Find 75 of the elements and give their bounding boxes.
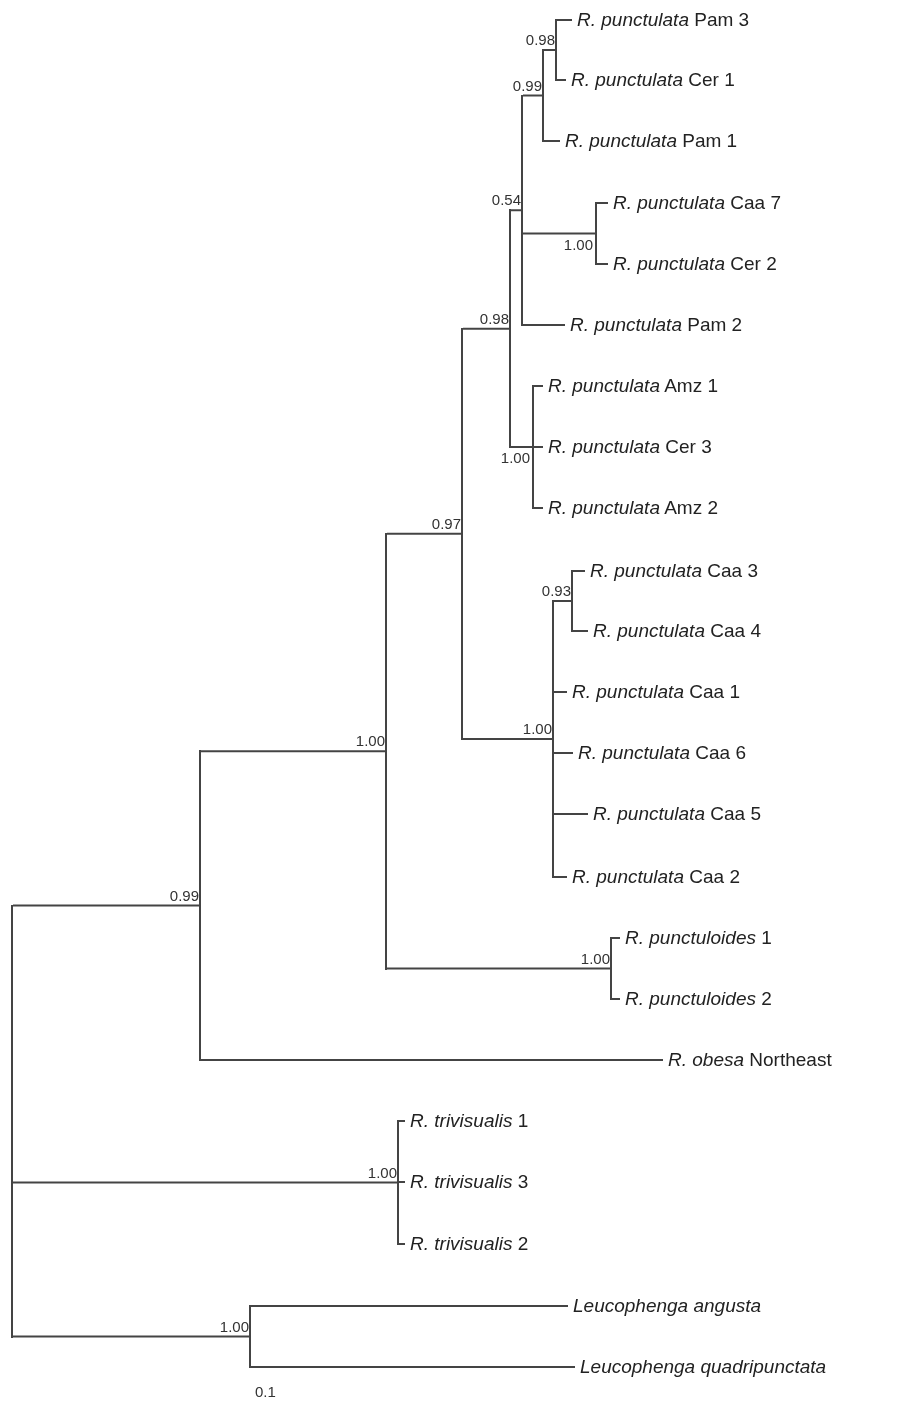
support-value: 0.99: [512, 77, 542, 94]
taxon-label: R. punctulata Caa 3: [585, 559, 758, 583]
support-value: 1.00: [355, 733, 385, 750]
support-value: 0.93: [541, 583, 571, 599]
branch-line: [462, 327, 510, 330]
taxon-label: R. punctulata Caa 1: [567, 680, 740, 704]
taxon-label: R. punctulata Pam 1: [560, 129, 738, 153]
branch-line: [398, 1120, 406, 1122]
taxon-label: R. punctulata Caa 7: [608, 191, 781, 215]
support-value: 0.54: [491, 192, 521, 209]
branch-line: [200, 1059, 664, 1061]
branch-line: [398, 1243, 406, 1245]
branch-line: [556, 79, 567, 81]
branch-line: [386, 967, 611, 970]
taxon-label: Leucophenga angusta: [568, 1294, 762, 1318]
branch-line: [510, 209, 522, 212]
branch-line: [462, 738, 553, 740]
taxon-label: R. punctulata Cer 3: [543, 435, 712, 459]
branch-line: [553, 600, 572, 602]
taxon-label: R. punctulata Caa 2: [567, 865, 740, 889]
taxon-label: R. punctulata Caa 6: [573, 741, 746, 765]
taxon-label: R. punctulata Cer 2: [608, 252, 777, 276]
taxon-label: R. punctulata Cer 1: [566, 68, 735, 92]
taxon-label: R. punctulata Pam 3: [572, 8, 750, 32]
branch-line: [572, 570, 586, 572]
support-value: 1.00: [580, 950, 610, 967]
branch-line: [553, 876, 568, 878]
branch-line: [250, 1305, 569, 1307]
taxon-label: R. punctulata Pam 2: [565, 313, 743, 337]
support-value: 0.99: [169, 887, 199, 904]
taxon-label: Leucophenga quadripunctata: [575, 1355, 827, 1379]
support-value: 0.98: [525, 32, 555, 48]
branch-line: [543, 49, 556, 51]
branch-line: [553, 691, 568, 693]
branch-line: [250, 1366, 576, 1368]
taxon-label: R. trivisualis 3: [405, 1170, 529, 1194]
branch-line: [386, 532, 462, 535]
branch-line: [596, 263, 609, 265]
taxon-label: R. punctulata Caa 4: [588, 619, 761, 643]
branch-line: [522, 94, 543, 97]
taxon-label: R. trivisualis 2: [405, 1232, 529, 1256]
support-value: 1.00: [367, 1164, 397, 1181]
branch-line: [572, 630, 589, 632]
branch-line: [543, 140, 561, 142]
branch-line: [611, 937, 621, 939]
branch-line: [398, 1181, 406, 1183]
branch-line: [200, 750, 386, 753]
branch-line: [522, 232, 596, 235]
branch-line: [611, 998, 621, 1000]
support-value: 1.00: [500, 450, 530, 466]
taxon-label: R. punctulata Amz 2: [543, 496, 719, 520]
branch-line: [553, 752, 574, 754]
branch-line: [12, 904, 200, 907]
taxon-label: R. punctulata Caa 5: [588, 802, 761, 826]
branch-line: [533, 507, 544, 509]
branch-line: [596, 202, 609, 204]
branch-line: [510, 446, 533, 448]
taxon-label: R. punctuloides 1: [620, 926, 772, 950]
branch-line: [522, 324, 566, 326]
branch-line: [556, 19, 573, 21]
support-value: 1.00: [563, 236, 593, 253]
support-value: 1.00: [219, 1318, 249, 1335]
scale-label: 0.1: [255, 1384, 276, 1400]
taxon-label: R. obesa Northeast: [663, 1048, 832, 1072]
support-value: 0.98: [479, 310, 509, 327]
support-value: 1.00: [522, 721, 552, 737]
branch-line: [12, 1181, 398, 1184]
support-value: 0.97: [431, 515, 461, 532]
taxon-label: R. punctulata Amz 1: [543, 374, 719, 398]
branch-line: [553, 813, 589, 815]
branch-line: [12, 1335, 250, 1338]
taxon-label: R. punctuloides 2: [620, 987, 772, 1011]
branch-line: [533, 385, 544, 387]
branch-line: [533, 446, 544, 448]
taxon-label: R. trivisualis 1: [405, 1109, 529, 1133]
